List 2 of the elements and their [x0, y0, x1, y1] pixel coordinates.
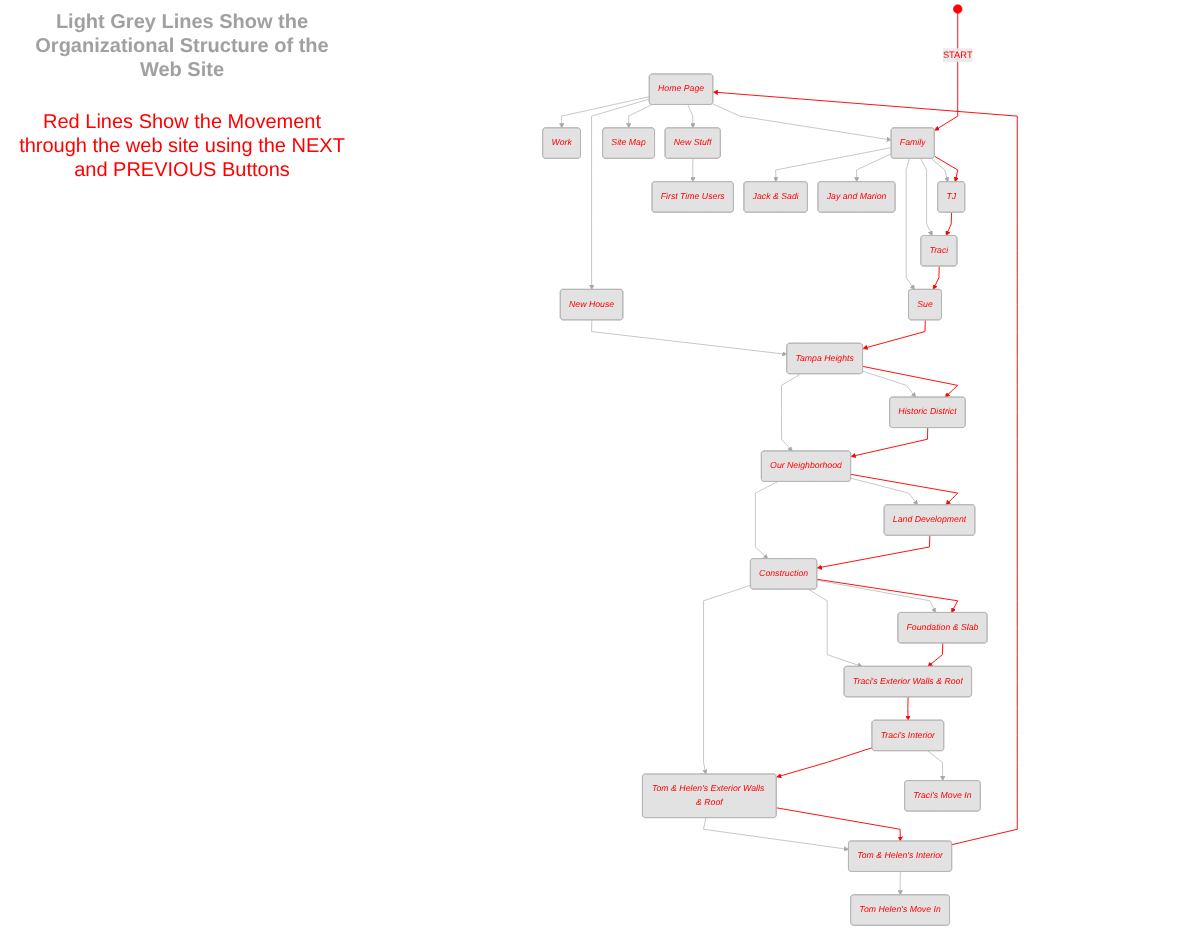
- note-text: Red Lines Show the Movement through the web site using the NEXT and PREVIOUS Buttons: [17, 112, 347, 184]
- note-text: Light Grey Lines Show the Organizational Structure of the Web Site: [33, 12, 331, 84]
